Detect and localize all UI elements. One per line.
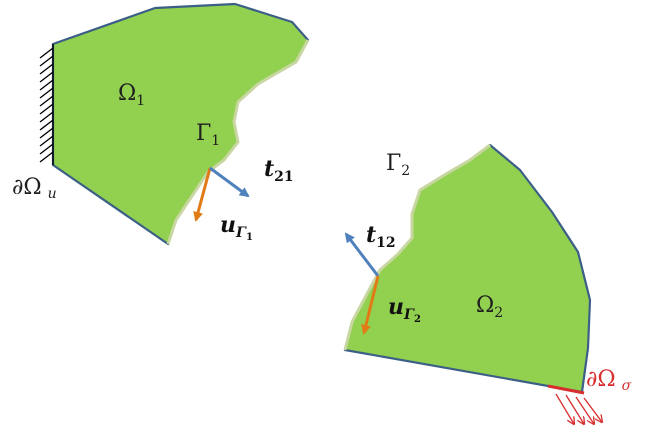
interface-gamma-1-edge <box>166 39 310 245</box>
traction-boundary-edge <box>547 384 585 395</box>
u-gamma-2-label: uΓ2 <box>388 294 421 325</box>
traction-boundary <box>547 384 602 424</box>
traction-vector-t21 <box>209 166 250 198</box>
omega-1-label: Ω1 <box>118 81 145 109</box>
t12-label: t12 <box>366 222 396 251</box>
domain-omega-1-shape <box>51 2 310 246</box>
displacement-vector-u-gamma-1 <box>193 167 212 222</box>
interface-gamma-2-edge <box>343 143 491 351</box>
omega-2-label: Ω2 <box>476 293 503 321</box>
gamma-1-label: Γ1 <box>196 121 220 149</box>
gamma-2-label: Γ2 <box>386 151 410 179</box>
interface-1-vectors <box>193 166 250 222</box>
domain-omega-2 <box>343 143 592 394</box>
interface-2-vectors <box>344 232 380 335</box>
traction-arrow <box>565 394 584 424</box>
traction-arrow <box>575 396 594 424</box>
traction-arrow <box>555 393 574 424</box>
domain-omega-1 <box>51 2 310 246</box>
displacement-vector-u-gamma-2 <box>361 275 380 335</box>
traction-vector-t12 <box>344 232 380 277</box>
traction-arrow <box>583 397 602 422</box>
t21-label: t21 <box>264 156 294 185</box>
u-gamma-1-label: uΓ1 <box>220 212 253 243</box>
fixed-support-hatch <box>39 44 54 165</box>
